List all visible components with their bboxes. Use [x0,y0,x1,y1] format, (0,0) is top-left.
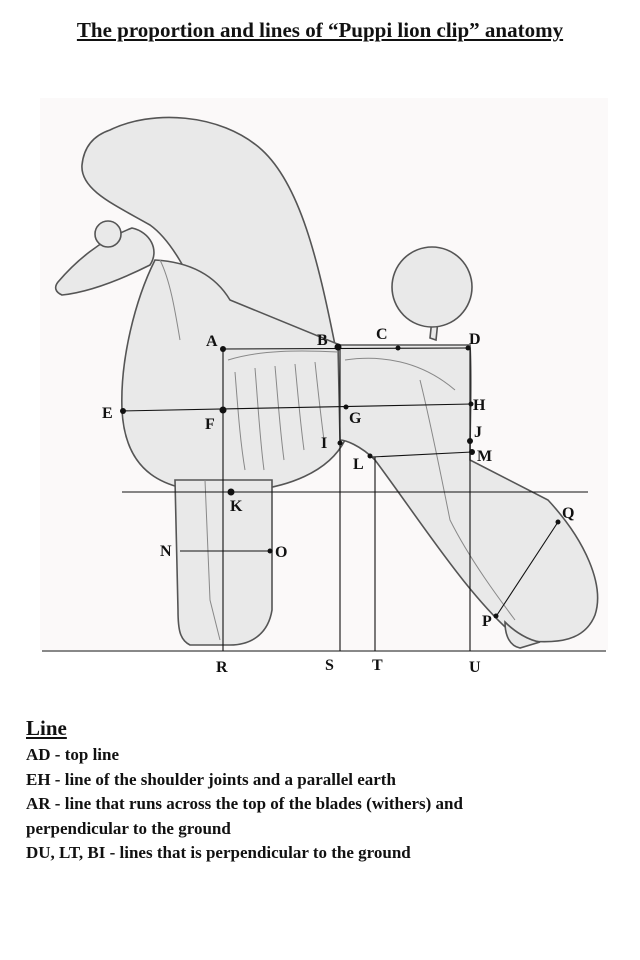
point-label-k: K [230,498,243,515]
landmark-labels: A B C D E F G H I J K L M N O P Q R S T … [102,326,574,676]
landmark-dots [120,343,561,619]
point-label-o: O [275,544,287,561]
point-label-i: I [321,435,327,452]
point-label-l: L [353,456,364,473]
legend-item: EH - line of the shoulder joints and a p… [26,769,396,789]
point-label-d: D [469,331,481,348]
point-label-t: T [372,657,383,674]
line-EH [120,403,473,412]
point-label-j: J [474,424,482,441]
line-PQ [496,521,559,616]
line-LM [371,451,473,458]
measurement-lines [42,347,606,652]
point-label-r: R [216,659,228,676]
point-label-h: H [473,397,486,414]
legend-item: AR - line that runs across the top of th… [26,794,463,813]
legend-item: DU, LT, BI - lines that is perpendicular… [26,843,411,862]
point-label-f: F [205,416,215,433]
point-label-a: A [206,333,218,350]
poodle-anatomy-diagram: A B C D E F G H I J K L M N O P Q R S T … [40,98,608,676]
point-label-c: C [376,326,388,343]
ear-puff-shape [94,220,122,248]
page-title: The proportion and lines of “Puppi lion … [76,18,564,42]
legend-item: perpendicular to the ground [26,818,231,838]
legend: Line AD - top line EH - line of the shou… [26,716,626,866]
legend-heading: Line [26,716,67,740]
point-label-b: B [317,332,328,349]
line-AD [222,347,471,350]
legend-item: AD - top line [26,745,120,764]
tail-pompom-shape [391,246,473,328]
point-label-u: U [469,659,481,676]
point-label-p: P [482,613,492,630]
point-label-m: M [477,448,492,465]
hind-paw-shape [504,620,541,649]
point-label-s: S [325,657,334,674]
point-label-g: G [349,410,362,427]
point-label-e: E [102,405,113,422]
point-label-n: N [160,543,172,560]
point-label-q: Q [562,505,574,522]
